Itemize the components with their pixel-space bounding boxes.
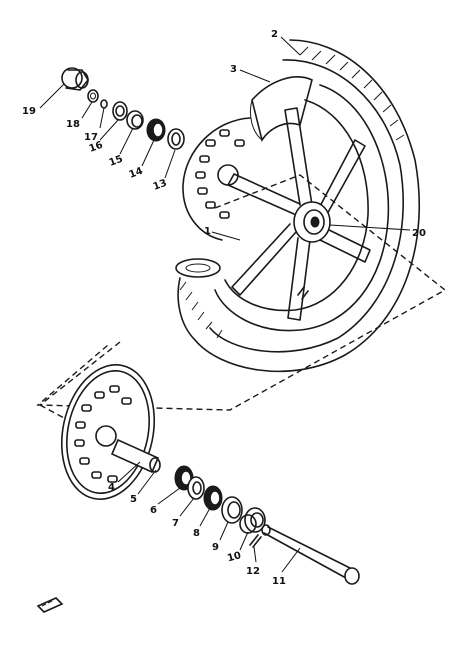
part-dust-seal	[87, 89, 99, 103]
rim	[214, 84, 390, 332]
callout-2: 2	[271, 29, 278, 40]
valve-stem	[297, 286, 309, 300]
tire-tread	[179, 46, 405, 339]
callout-4: 4	[108, 482, 115, 493]
wheel-hub	[293, 201, 331, 243]
callout-13: 13	[152, 178, 169, 193]
callout-20: 20	[412, 228, 426, 239]
callout-5: 5	[130, 494, 137, 505]
wheel-assembly	[175, 39, 421, 373]
tire	[177, 39, 421, 373]
part-o-ring	[100, 99, 108, 109]
callout-1: 1	[204, 226, 211, 237]
part-seal-8	[203, 485, 223, 511]
part-bearing-left	[126, 110, 144, 130]
disc-holes	[195, 129, 245, 219]
brake-disc-rear-view	[182, 117, 251, 241]
callout-15: 15	[108, 154, 125, 169]
part-spacer	[167, 128, 185, 150]
callout-labels: 2 3 1 20 19 18 17 16 15 14 13 4 5 6 7 8 …	[22, 29, 426, 587]
callout-8: 8	[193, 528, 200, 539]
callout-14: 14	[128, 166, 145, 181]
wheel-spokes	[227, 107, 371, 321]
part-axle-spacer	[110, 438, 160, 474]
group-outline-upper	[36, 174, 447, 411]
callout-6: 6	[150, 505, 157, 516]
front-arrow-icon	[36, 597, 64, 613]
part-collar-10	[239, 507, 266, 534]
callout-3: 3	[230, 64, 237, 75]
part-spacer-7	[187, 476, 205, 500]
front-brake-disc-assembly	[60, 364, 360, 585]
callout-18: 18	[66, 119, 80, 130]
callout-10: 10	[226, 550, 242, 564]
callout-17: 17	[84, 132, 98, 143]
part-bearing-right	[146, 118, 166, 142]
callout-11: 11	[272, 576, 286, 587]
callout-leaders	[39, 36, 411, 573]
callout-16: 16	[88, 140, 105, 155]
part-axle-collar	[61, 67, 89, 91]
callout-12: 12	[246, 566, 260, 577]
part-cotter-pin	[249, 534, 262, 548]
left-side-parts	[61, 67, 185, 150]
callout-7: 7	[172, 518, 179, 529]
part-front-axle	[261, 524, 360, 585]
part-gear-unit-9	[221, 496, 243, 524]
callout-19: 19	[22, 106, 36, 117]
disc-holes-lower	[74, 385, 132, 483]
part-oil-seal	[112, 101, 128, 121]
callout-9: 9	[212, 542, 219, 553]
tire-cross-section	[175, 258, 221, 278]
inner-tube	[251, 76, 313, 142]
